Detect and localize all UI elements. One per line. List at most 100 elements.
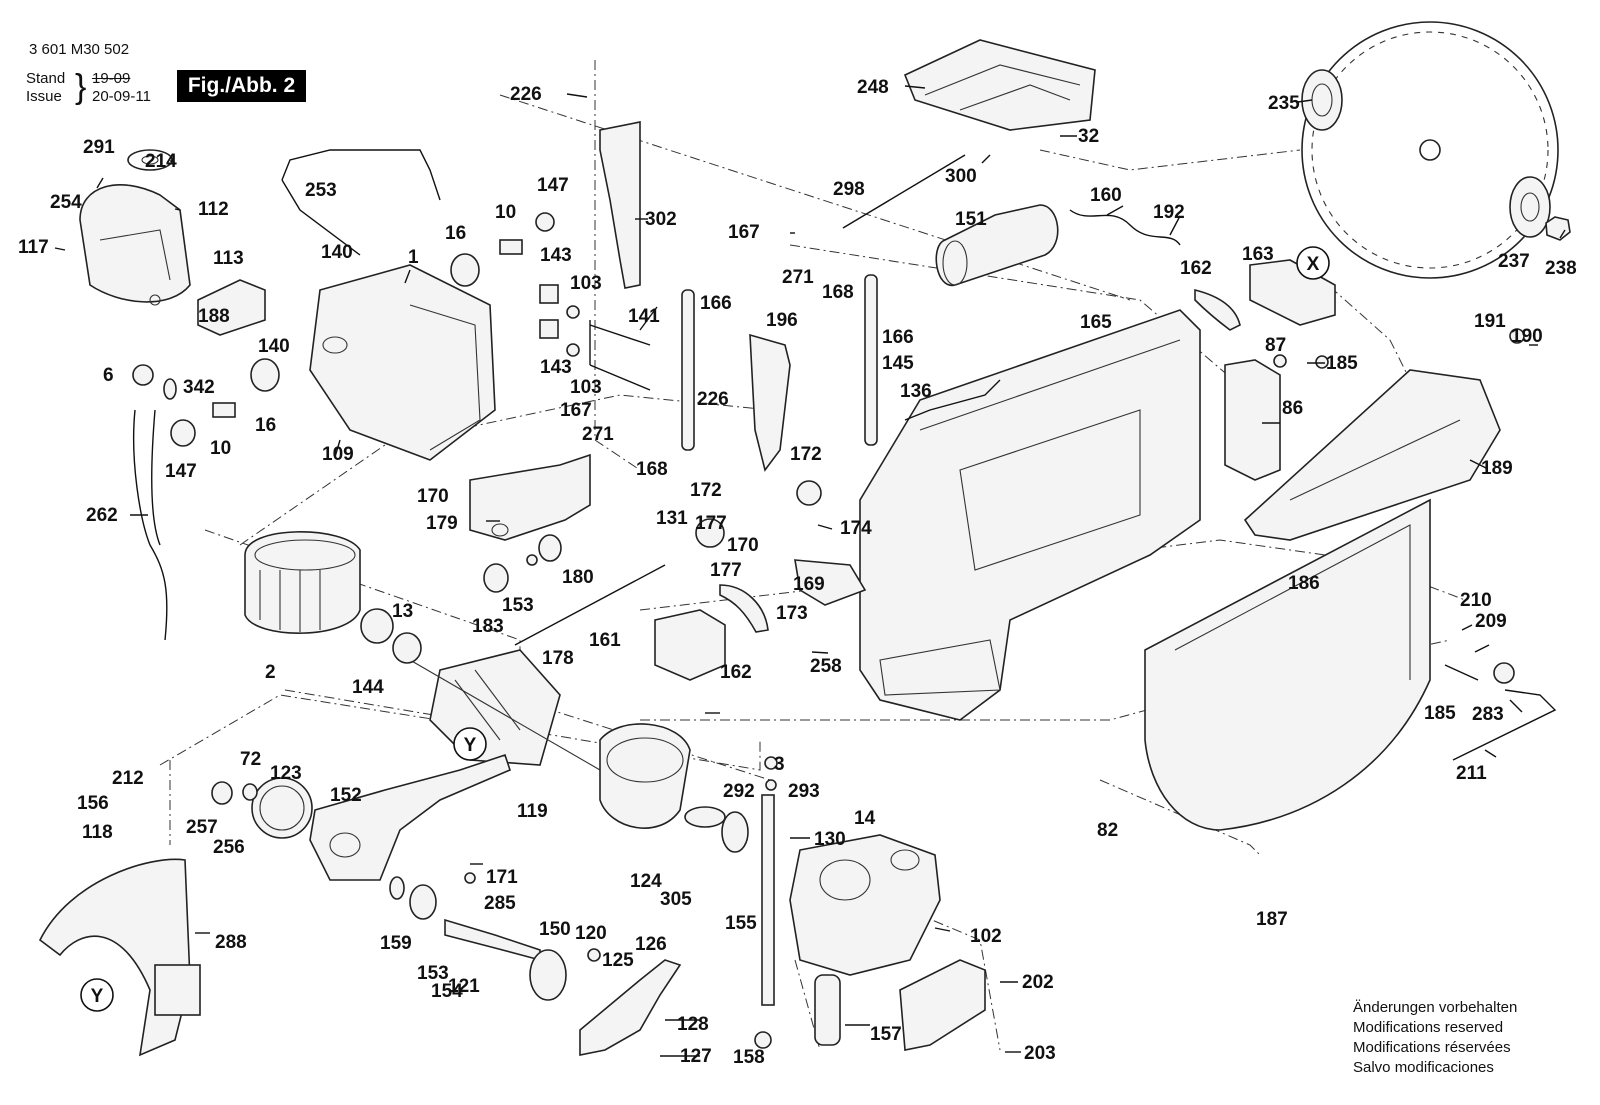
- part-label-180: 180: [562, 567, 594, 588]
- part-label-156: 156: [77, 793, 109, 814]
- stand-label: Stand: [26, 70, 66, 87]
- part-label-167: 167: [728, 222, 760, 243]
- part-label-170: 170: [727, 535, 759, 556]
- part-block-86: [1224, 359, 1281, 481]
- note-es: Salvo modificaciones: [1353, 1059, 1494, 1076]
- part-label-143: 143: [540, 357, 572, 378]
- part-label-87: 87: [1265, 335, 1286, 356]
- part-label-188: 188: [198, 306, 230, 327]
- part-rack-arm-119: [309, 753, 511, 881]
- part-label-167: 167: [560, 400, 592, 421]
- part-label-191: 191: [1474, 311, 1506, 332]
- part-label-123: 123: [270, 763, 302, 784]
- part-guard-plate-248: [903, 39, 1096, 131]
- part-label-136: 136: [900, 381, 932, 402]
- part-label-186: 186: [1288, 573, 1320, 594]
- part-label-10: 10: [210, 438, 231, 459]
- part-link-166-right: [864, 274, 878, 446]
- part-label-147: 147: [165, 461, 197, 482]
- part-wedge-162-bottom: [719, 584, 769, 633]
- part-label-150: 150: [539, 919, 571, 940]
- stand-date: 19-09: [92, 70, 131, 87]
- part-shaft-171: [761, 794, 775, 1006]
- part-label-212: 212: [112, 768, 144, 789]
- part-link-166-left: [681, 289, 695, 451]
- part-label-159: 159: [380, 933, 412, 954]
- part-label-121: 121: [448, 976, 480, 997]
- part-label-163: 163: [1242, 244, 1274, 265]
- part-rod-141: [589, 324, 651, 391]
- part-label-152: 152: [330, 785, 362, 806]
- part-label-131: 131: [656, 508, 688, 529]
- note-en: Modifications reserved: [1353, 1019, 1504, 1036]
- part-dust-chute-189: [1243, 369, 1501, 541]
- part-label-154: 154: [431, 981, 463, 1002]
- part-label-209: 209: [1475, 611, 1507, 632]
- part-label-145: 145: [882, 353, 914, 374]
- reference-markers: X Y Y: [80, 246, 1330, 1012]
- part-dust-nozzle-151: [935, 204, 1059, 286]
- part-label-179: 179: [426, 513, 458, 534]
- part-guide-rail-302: [599, 121, 641, 289]
- part-label-166: 166: [882, 327, 914, 348]
- part-label-153: 153: [502, 595, 534, 616]
- part-rod-298: [842, 154, 966, 229]
- part-bracket-179: [469, 453, 591, 541]
- part-label-3: 3: [774, 754, 785, 775]
- part-label-185: 185: [1424, 703, 1456, 724]
- part-label-155: 155: [725, 913, 757, 934]
- part-shaft-178: [514, 564, 666, 646]
- part-handle-wire-253: [281, 149, 441, 256]
- part-label-124: 124: [630, 871, 662, 892]
- part-label-140: 140: [258, 336, 290, 357]
- part-label-153: 153: [417, 963, 449, 984]
- part-label-158: 158: [733, 1047, 765, 1068]
- part-label-187: 187: [1256, 909, 1288, 930]
- part-label-178: 178: [542, 648, 574, 669]
- part-fan-guide-305: [599, 723, 691, 829]
- part-label-202: 202: [1022, 972, 1054, 993]
- part-label-103: 103: [570, 377, 602, 398]
- part-label-130: 130: [814, 829, 846, 850]
- part-label-126: 126: [635, 934, 667, 955]
- part-label-189: 189: [1481, 458, 1513, 479]
- part-label-271: 271: [782, 267, 814, 288]
- part-nut-238: [1545, 216, 1571, 241]
- part-label-256: 256: [213, 837, 245, 858]
- part-cover-plate-150: [529, 949, 567, 1001]
- part-label-160: 160: [1090, 185, 1122, 206]
- part-sleeve-157: [814, 974, 841, 1046]
- part-label-171: 171: [486, 867, 518, 888]
- part-label-253: 253: [305, 180, 337, 201]
- part-label-151: 151: [955, 209, 987, 230]
- part-spindle-154: [444, 918, 541, 962]
- part-label-14: 14: [854, 808, 876, 829]
- part-label-72: 72: [240, 749, 261, 770]
- part-label-185: 185: [1326, 353, 1358, 374]
- part-label-226: 226: [697, 389, 729, 410]
- part-main-housing-165: [859, 309, 1201, 721]
- part-label-10: 10: [495, 202, 516, 223]
- part-label-128: 128: [677, 1014, 709, 1035]
- part-label-170: 170: [417, 486, 449, 507]
- part-label-210: 210: [1460, 590, 1492, 611]
- part-label-140: 140: [321, 242, 353, 263]
- part-label-118: 118: [82, 822, 113, 843]
- part-label-292: 292: [723, 781, 755, 802]
- part-label-119: 119: [517, 801, 548, 822]
- part-label-125: 125: [602, 950, 634, 971]
- part-label-238: 238: [1545, 258, 1577, 279]
- brace-symbol: }: [75, 68, 87, 106]
- part-label-86: 86: [1282, 398, 1303, 419]
- part-label-235: 235: [1268, 93, 1300, 114]
- part-label-258: 258: [810, 656, 842, 677]
- part-label-214: 214: [145, 151, 177, 172]
- leader-lines: [54, 85, 1566, 1057]
- part-brush-holder-16: [250, 253, 480, 392]
- part-label-32: 32: [1078, 126, 1099, 147]
- part-label-192: 192: [1153, 202, 1185, 223]
- part-label-173: 173: [776, 603, 808, 624]
- part-label-161: 161: [589, 630, 621, 651]
- issue-date: 20-09-11: [92, 88, 151, 105]
